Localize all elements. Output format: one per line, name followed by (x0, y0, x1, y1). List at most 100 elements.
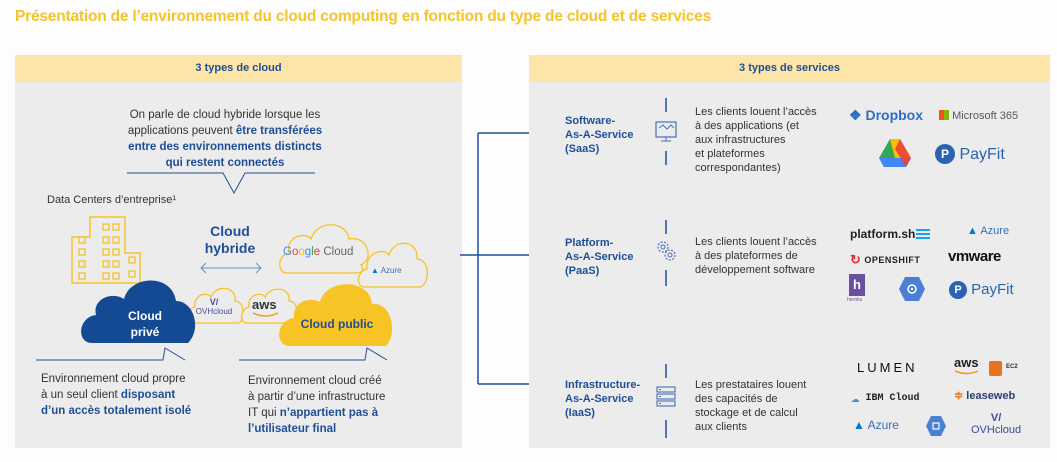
private-desc-line3: d’un accès totalement isolé (41, 405, 192, 417)
private-cloud-line2: privé (130, 325, 160, 339)
hybrid-def-line4: qui restent connectés (165, 157, 285, 169)
server-icon (656, 364, 676, 438)
iaas-title: Infrastructure- As-A-Service (IaaS) (565, 378, 640, 420)
payfit-label: PayFit (959, 146, 1005, 163)
ovhcloud-logo-iaas: V/OVHcloud (971, 412, 1021, 436)
payfit-icon: P (949, 281, 967, 299)
private-desc-line1: Environnement cloud propre (41, 373, 186, 385)
paas-title: Platform- As-A-Service (PaaS) (565, 236, 633, 278)
public-desc-line3-plain: IT qui (248, 407, 280, 419)
private-cloud-line1: Cloud (128, 309, 162, 323)
paas-desc-line3: développement software (695, 264, 815, 276)
saas-desc-line1: Les clients louent l’accès (695, 106, 817, 118)
saas-title-line1: Software- (565, 115, 616, 127)
speech-pointer-top (127, 172, 315, 195)
saas-title: Software- As-A-Service (SaaS) (565, 114, 633, 156)
public-desc-line4: l’utilisateur final (248, 423, 337, 435)
azure-label: Azure (980, 225, 1010, 237)
cloud-types-panel: 3 types de cloud On parle de cloud hybri… (15, 55, 462, 448)
microsoft-icon (939, 110, 949, 120)
aws-smile-icon (252, 312, 279, 317)
public-cloud-label: Cloud public (300, 317, 374, 331)
azure-logo-left: ▲ Azure (371, 266, 402, 275)
private-cloud-description: Environnement cloud propre à un seul cli… (41, 371, 191, 419)
platformsh-label: platform.sh (850, 227, 916, 241)
iaas-title-line3: (IaaS) (565, 407, 595, 419)
platformsh-icon (916, 229, 931, 239)
hybrid-label-line2: hybride (204, 240, 256, 256)
ec2-icon (989, 361, 1002, 376)
hybrid-def-line1: On parle de cloud hybride lorsque les (129, 109, 321, 121)
paas-desc-line1: Les clients louent l’accès (695, 236, 817, 248)
public-desc-line2: à partir d’une infrastructure (248, 391, 386, 403)
google-cloud-bubble (279, 224, 369, 274)
paas-description: Les clients louent l’accès à des platefo… (695, 235, 817, 277)
ibm-cloud-icon: ☁ (851, 391, 860, 407)
datacenters-label: Data Centers d’entreprise¹ (47, 194, 177, 206)
platformsh-logo: platform.sh (850, 227, 931, 241)
gears-icon (657, 220, 676, 286)
azure-icon: ▲ (371, 266, 379, 275)
saas-desc-line5: correspondantes) (695, 162, 781, 174)
private-desc-line2-bold: disposant (120, 389, 176, 401)
aws-smile-icon (954, 370, 979, 375)
cloud-types-header: 3 types de cloud (15, 55, 462, 82)
app-engine-icon (899, 277, 925, 301)
paas-desc-line2: à des plateformes de (695, 250, 798, 262)
iaas-description: Les prestataires louent des capacités de… (695, 378, 806, 434)
saas-title-line3: (SaaS) (565, 143, 600, 155)
public-cloud-description: Environnement cloud créé à partir d’une … (248, 373, 385, 437)
service-types-panel: 3 types de services Software- As-A-Servi… (529, 55, 1050, 448)
openshift-icon: ↻ (850, 252, 862, 267)
saas-desc-line4: et plateformes (695, 148, 765, 160)
microsoft365-logo: Microsoft 365 (939, 110, 1018, 122)
google-drive-icon (879, 139, 911, 167)
hybrid-def-line2-bold: être transférées (235, 125, 323, 137)
vmware-label: vmware (948, 248, 1001, 265)
paas-title-line2: As-A-Service (565, 251, 634, 263)
leaseweb-icon: ≑ (954, 390, 964, 402)
private-cloud-shape (81, 280, 196, 343)
public-desc-line1: Environnement cloud créé (248, 375, 382, 387)
dropbox-logo: ❖ Dropbox (849, 107, 923, 124)
ibm-cloud-logo: ☁ IBM Cloud (851, 390, 919, 407)
dropbox-icon: ❖ (849, 107, 862, 123)
ec2-label: EC2 (1006, 364, 1018, 370)
aws-logo-iaas: aws (954, 355, 979, 370)
page-title: Présentation de l’environnement du cloud… (15, 8, 712, 25)
heroku-icon: h (849, 274, 865, 296)
vmware-logo: vmware (948, 248, 1001, 265)
leaseweb-logo: ≑ leaseweb (954, 389, 1015, 402)
dropbox-label: Dropbox (865, 107, 924, 123)
building-icon (71, 216, 141, 284)
iaas-desc-line1: Les prestataires louent (695, 379, 807, 391)
compute-engine-icon (926, 416, 946, 436)
openshift-logo: ↻ OPENSHIFT (850, 252, 920, 268)
openshift-label: OPENSHIFT (864, 255, 921, 265)
speech-pointers-bottom (36, 347, 388, 361)
ibm-cloud-label: IBM Cloud (865, 393, 920, 404)
saas-description: Les clients louent l’accès à des applica… (695, 105, 817, 175)
microsoft365-label: Microsoft 365 (952, 110, 1019, 122)
hybrid-definition: On parle de cloud hybride lorsque les ap… (75, 107, 375, 171)
payfit-logo-paas: P PayFit (949, 281, 1014, 299)
lumen-logo: LUMEN (857, 360, 918, 375)
saas-desc-line3: aux infrastructures (695, 134, 786, 146)
private-desc-line2: à un seul client disposant (41, 387, 191, 403)
public-desc-line3: IT qui n’appartient pas à (248, 405, 385, 421)
payfit-icon: P (935, 144, 955, 164)
saas-title-line2: As-A-Service (565, 129, 634, 141)
paas-title-line3: (PaaS) (565, 265, 600, 277)
service-types-header: 3 types de services (529, 55, 1050, 82)
iaas-desc-line4: aux clients (695, 421, 747, 433)
azure-icon: ▲ (967, 225, 978, 237)
hybrid-def-line2: applications peuvent être transférées (75, 123, 375, 139)
public-desc-line3-bold: n’appartient pas à (279, 407, 379, 419)
payfit-logo-saas: P PayFit (935, 144, 1005, 164)
saas-desc-line2: à des applications (et (695, 120, 799, 132)
heroku-label: heroku (847, 297, 863, 303)
iaas-desc-line3: stockage et de calcul (695, 407, 798, 419)
hybrid-cloud-label: Cloud hybride (185, 223, 275, 257)
public-cloud-shape (279, 284, 393, 346)
payfit-label: PayFit (971, 281, 1014, 298)
